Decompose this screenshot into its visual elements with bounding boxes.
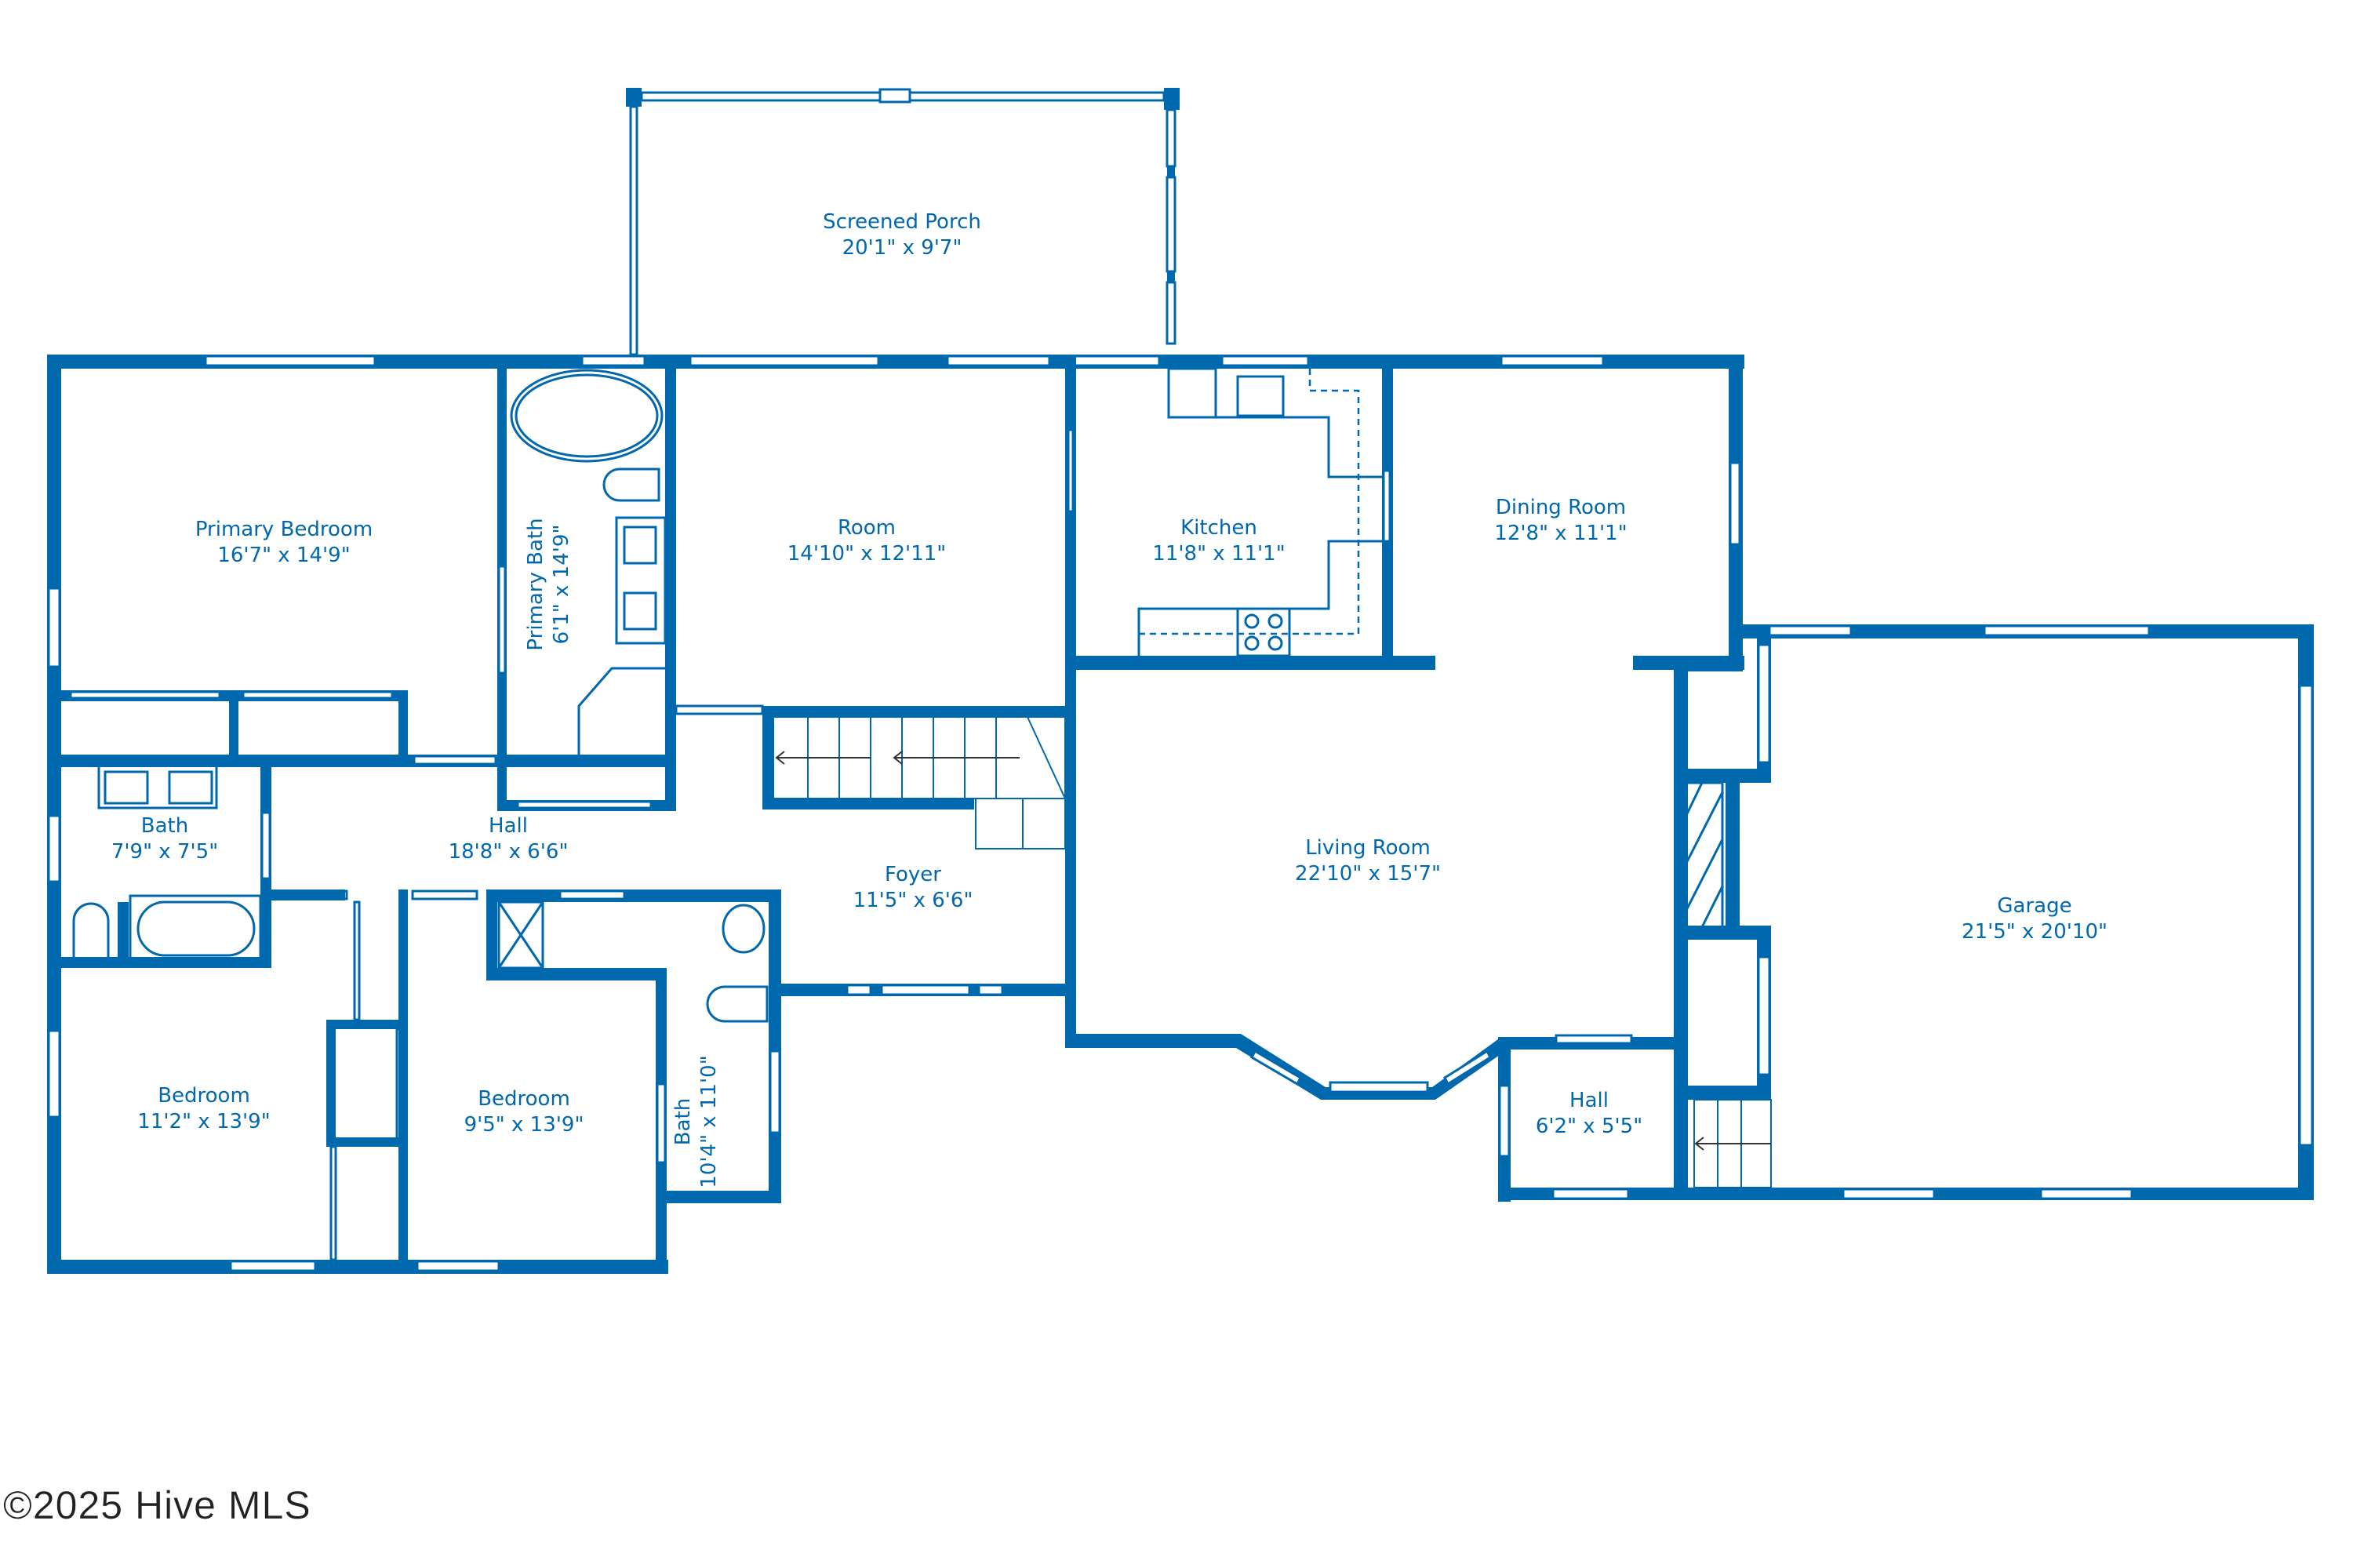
room-name: Garage [1997, 894, 2072, 918]
room-dims: 11'2" x 13'9" [137, 1110, 271, 1133]
living-room-walls [47, 759, 2314, 1274]
room-name: Screened Porch [823, 210, 981, 234]
room-label-primary-bath: Primary Bath 6'1" x 14'9" [523, 518, 575, 650]
room-name: Bedroom [478, 1087, 570, 1111]
copyright-watermark: ©2025 Hive MLS [3, 1483, 311, 1527]
room-name: Living Room [1305, 836, 1431, 860]
room-label-foyer: Foyer 11'5" x 6'6" [853, 862, 973, 914]
fixtures [72, 367, 1382, 1023]
room-dims: 20'1" x 9'7" [842, 236, 962, 260]
room-name: Room [837, 516, 896, 540]
room-label-bedroom-1: Bedroom 11'2" x 13'9" [137, 1083, 270, 1135]
room-dims: 21'5" x 20'10" [1962, 920, 2108, 944]
room-dims: 9'5" x 13'9" [464, 1113, 584, 1137]
room-name: Hall [1569, 1089, 1609, 1112]
room-label-room: Room 14'10" x 12'11" [787, 515, 946, 567]
room-name: Hall [489, 814, 528, 838]
room-dims: 7'9" x 7'5" [111, 840, 219, 864]
room-name: Primary Bedroom [195, 518, 373, 541]
room-label-bath-2: Bath 10'4" x 11'0" [671, 1055, 722, 1188]
room-name: Foyer [884, 863, 941, 886]
room-label-bedroom-2: Bedroom 9'5" x 13'9" [464, 1086, 584, 1138]
room-label-bath-1: Bath 7'9" x 7'5" [111, 813, 218, 865]
room-dims: 22'10" x 15'7" [1295, 862, 1441, 886]
room-dims: 14'10" x 12'11" [787, 542, 947, 566]
room-name: Bath [671, 1097, 695, 1146]
room-label-kitchen: Kitchen 11'8" x 11'1" [1152, 515, 1285, 567]
room-label-garage: Garage 21'5" x 20'10" [1962, 893, 2108, 945]
room-dims: 10'4" x 11'0" [697, 1055, 721, 1188]
room-dims: 6'1" x 14'9" [550, 524, 573, 645]
screened-porch-walls [626, 88, 1180, 356]
room-dims: 6'2" x 5'5" [1535, 1115, 1643, 1138]
room-dims: 16'7" x 14'9" [217, 544, 351, 567]
room-label-living-room: Living Room 22'10" x 15'7" [1295, 835, 1441, 887]
room-label-dining-room: Dining Room 12'8" x 11'1" [1494, 495, 1627, 547]
room-name: Bedroom [158, 1084, 250, 1108]
fireplace-hatch [1677, 781, 1724, 929]
room-dims: 11'5" x 6'6" [853, 889, 973, 912]
room-label-hall-2: Hall 6'2" x 5'5" [1536, 1088, 1642, 1140]
room-name: Bath [140, 814, 189, 838]
room-label-primary-bedroom: Primary Bedroom 16'7" x 14'9" [195, 517, 373, 569]
room-dims: 11'8" x 11'1" [1152, 542, 1286, 566]
exterior-walls [47, 355, 1744, 1274]
room-name: Kitchen [1180, 516, 1257, 540]
room-name: Primary Bath [524, 518, 547, 651]
room-dims: 12'8" x 11'1" [1494, 522, 1627, 545]
room-label-screened-porch: Screened Porch 20'1" x 9'7" [823, 209, 981, 261]
room-label-hall-1: Hall 18'8" x 6'6" [449, 813, 569, 865]
garage-walls [1674, 624, 2314, 1200]
room-dims: 18'8" x 6'6" [448, 840, 569, 864]
room-name: Dining Room [1495, 496, 1627, 519]
